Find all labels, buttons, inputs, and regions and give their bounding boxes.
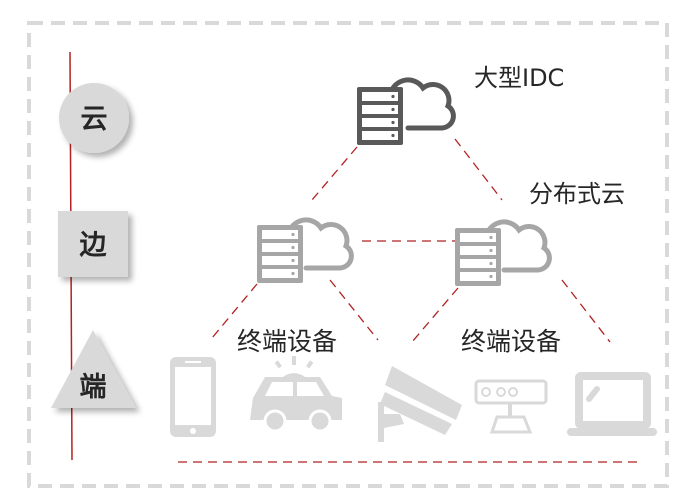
tier-edge: 边	[58, 211, 128, 277]
tier-cloud-label: 云	[81, 104, 108, 135]
devices-left-label: 终端设备	[237, 327, 337, 356]
idc-label: 大型IDC	[474, 64, 564, 92]
connection-lines	[178, 138, 643, 463]
police-car-icon	[250, 356, 342, 433]
idc-server-cloud-icon	[357, 80, 453, 145]
tier-device-label: 端	[80, 372, 107, 403]
cctv-camera-icon	[378, 366, 462, 442]
tier-cloud: 云	[59, 83, 129, 153]
devices	[170, 356, 657, 442]
depth-camera-icon	[474, 379, 548, 434]
distributed-cloud-label: 分布式云	[529, 180, 625, 208]
edge-server-right-icon	[455, 222, 549, 286]
devices-right-label: 终端设备	[461, 327, 561, 356]
tier-edge-label: 边	[80, 230, 108, 261]
laptop-icon	[567, 372, 657, 436]
edge-server-left-icon	[257, 220, 351, 283]
outer-border	[27, 21, 669, 488]
smartphone-icon	[170, 357, 216, 437]
tier-device: 端	[51, 330, 136, 408]
